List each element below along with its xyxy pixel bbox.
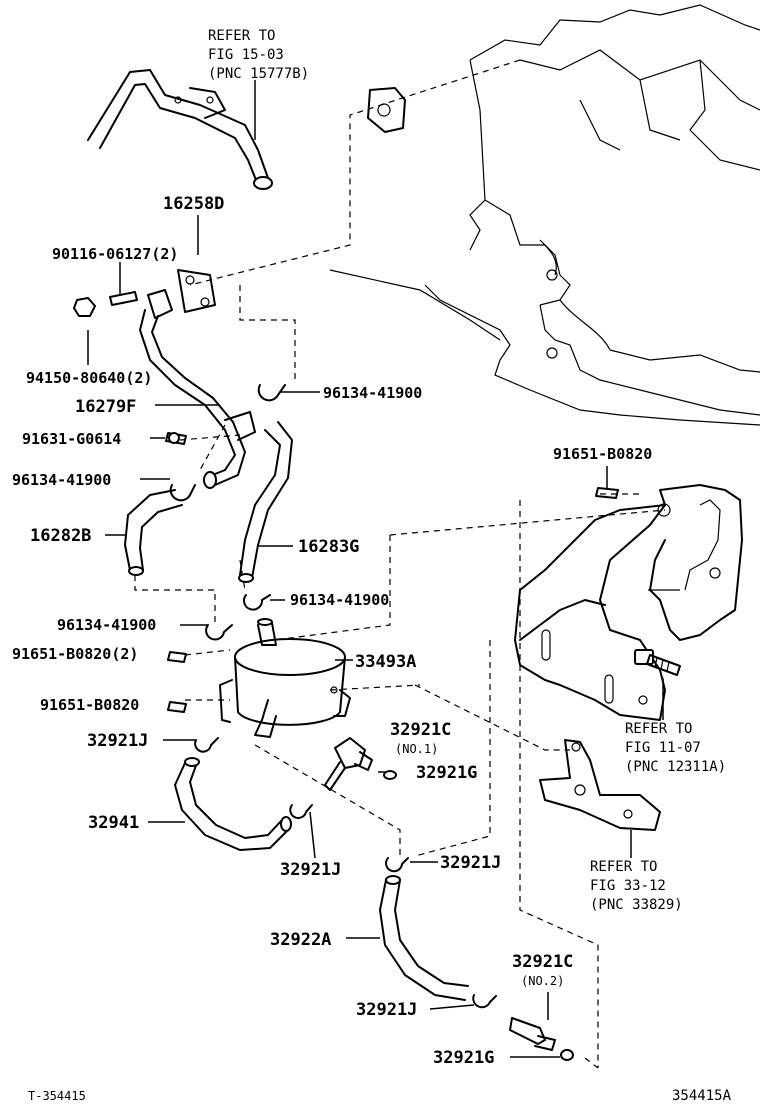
pipe-top	[87, 69, 273, 190]
part-label-32921g[interactable]: 32921G	[433, 1048, 494, 1068]
bolt-icon	[634, 649, 681, 676]
part-label-33493a[interactable]: 33493A	[355, 652, 416, 672]
part-label-32921j[interactable]: 32921J	[440, 853, 501, 873]
part-label-32941[interactable]: 32941	[88, 813, 139, 833]
reference-note-fig-11: REFER TO FIG 11-07 (PNC 12311A)	[625, 721, 726, 775]
part-label-96134-41900[interactable]: 96134-41900	[323, 384, 422, 402]
ref-line: REFER TO	[590, 859, 657, 875]
footer-code-left: T-354415	[28, 1089, 86, 1103]
pipe-16279f	[139, 289, 256, 489]
reference-note-fig-33: REFER TO FIG 33-12 (PNC 33829)	[590, 859, 683, 913]
ref-line: FIG 33-12	[590, 878, 666, 894]
dashed-assembly-lines	[134, 59, 666, 1069]
small-bracket	[539, 739, 661, 831]
bolt-91631	[165, 432, 187, 445]
union-32921c-no1	[324, 737, 397, 791]
part-label-91651-b0820[interactable]: 91651-B0820	[553, 445, 652, 463]
part-label-16258d[interactable]: 16258D	[163, 194, 224, 214]
hose-16282b	[124, 489, 183, 576]
flange-upper	[367, 87, 406, 133]
nut-icon	[72, 291, 138, 317]
hose-32941	[174, 757, 292, 851]
label-leader-lines	[87, 80, 664, 1058]
part-label-32922a[interactable]: 32922A	[270, 930, 331, 950]
gasket-16258d	[177, 269, 216, 313]
ref-line: (PNC 33829)	[590, 897, 683, 913]
footer-code-right: 354415A	[672, 1088, 732, 1104]
hose-16283g	[238, 421, 293, 583]
part-label-96134-41900[interactable]: 96134-41900	[57, 616, 156, 634]
part-label-91631-g0614[interactable]: 91631-G0614	[22, 430, 121, 448]
part-sublabel-no1: (NO.1)	[395, 742, 438, 756]
part-label-96134-41900[interactable]: 96134-41900	[12, 471, 111, 489]
part-label-16283g[interactable]: 16283G	[298, 537, 359, 557]
part-label-16279f[interactable]: 16279F	[75, 397, 136, 417]
part-sublabel-no2: (NO.2)	[521, 974, 564, 988]
part-label-32921j[interactable]: 32921J	[280, 860, 341, 880]
ref-line: FIG 15-03	[208, 47, 284, 63]
union-32921c-no2	[509, 1017, 574, 1061]
part-label-94150-80640[interactable]: 94150-80640(2)	[26, 369, 152, 387]
oil-cooler-33493a	[219, 618, 351, 738]
part-label-32921c[interactable]: 32921C	[512, 952, 573, 972]
ref-line: (PNC 15777B)	[208, 66, 309, 82]
reference-note-fig-15: REFER TO FIG 15-03 (PNC 15777B)	[208, 28, 309, 82]
bolt-91651	[167, 487, 619, 713]
part-label-91651-b0820[interactable]: 91651-B0820	[40, 696, 139, 714]
hose-32922a	[379, 875, 469, 1001]
mounting-bracket	[514, 484, 743, 721]
part-label-32921c[interactable]: 32921C	[390, 720, 451, 740]
ref-line: REFER TO	[208, 28, 275, 44]
part-label-91651-b0820[interactable]: 91651-B0820(2)	[12, 645, 138, 663]
part-label-32921j[interactable]: 32921J	[87, 731, 148, 751]
ref-line: REFER TO	[625, 721, 692, 737]
ref-line: (PNC 12311A)	[625, 759, 726, 775]
clamp-icon	[169, 384, 497, 1009]
part-label-96134-41900[interactable]: 96134-41900	[290, 591, 389, 609]
ref-line: FIG 11-07	[625, 740, 701, 756]
engine-block-outline	[329, 4, 760, 426]
part-label-32921j[interactable]: 32921J	[356, 1000, 417, 1020]
part-label-32921g[interactable]: 32921G	[416, 763, 477, 783]
part-label-90116-06127[interactable]: 90116-06127(2)	[52, 245, 178, 263]
part-label-16282b[interactable]: 16282B	[30, 526, 91, 546]
